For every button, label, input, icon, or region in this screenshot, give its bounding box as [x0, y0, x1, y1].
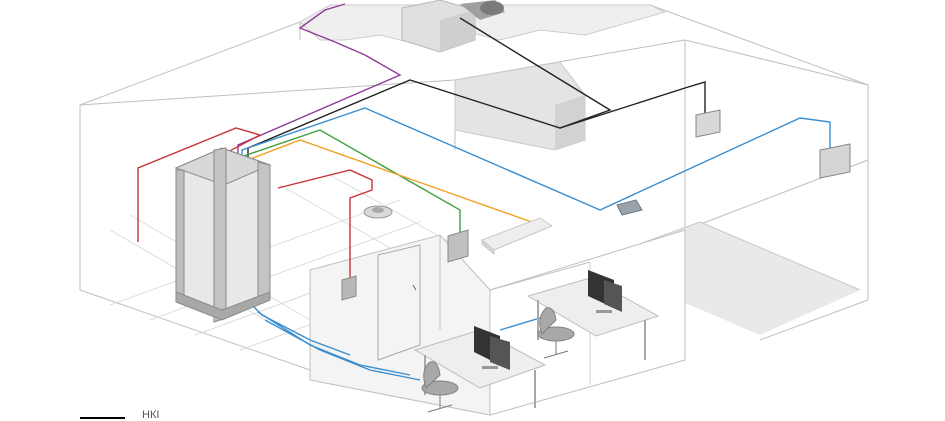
cable-purple: [237, 3, 402, 300]
server-rack-icon: [174, 147, 272, 323]
office-chair-icon: [421, 307, 575, 413]
door-icon: [377, 244, 421, 361]
cable-blue: [241, 107, 831, 302]
ceiling-projector-icon: [401, 0, 505, 53]
wall-socket-icon: [341, 109, 851, 301]
monitor-icon: [474, 270, 622, 370]
access-point-icon: [363, 199, 643, 219]
legend-label: НКІ: [142, 409, 160, 421]
ceiling-slab: [299, 4, 667, 151]
light-strip: [481, 217, 554, 256]
desk-icon: [413, 277, 660, 408]
